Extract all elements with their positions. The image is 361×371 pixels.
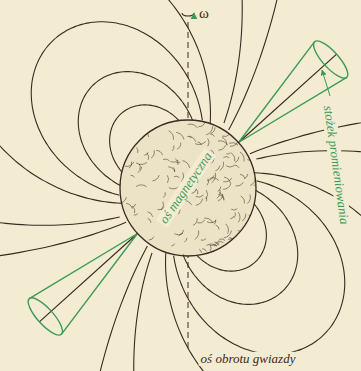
field-line — [0, 1, 120, 347]
star-texture — [113, 120, 259, 261]
cone-rim — [23, 293, 67, 339]
field-line — [88, 0, 361, 130]
magnetic-axis — [239, 54, 337, 142]
leader-arrow — [322, 70, 330, 96]
neutron-star — [120, 120, 256, 256]
field-line — [8, 253, 346, 371]
magnetic-axis — [39, 234, 137, 322]
rotation-symbol — [182, 13, 194, 16]
cone-rim — [309, 36, 353, 82]
field-line — [0, 66, 126, 371]
field-line — [250, 0, 361, 310]
axis-label: oś obrotu gwiazdy — [199, 352, 298, 366]
field-line — [256, 29, 361, 371]
omega-symbol: ω — [197, 5, 211, 22]
field-line — [30, 0, 361, 123]
cone-label: stożek promieniowania — [320, 103, 351, 228]
radiation-cone — [29, 216, 153, 335]
